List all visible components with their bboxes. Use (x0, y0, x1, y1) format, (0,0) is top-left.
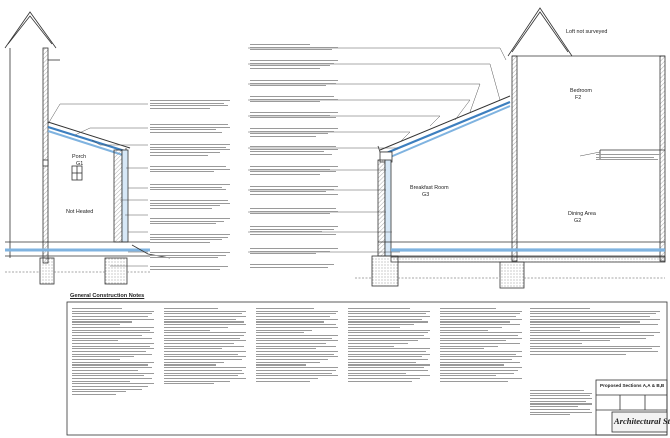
notes-frame (66, 301, 668, 436)
loft-label: Loft not surveyed (566, 29, 608, 35)
breakfast-room-code: G3 (422, 192, 430, 198)
section-a-a (4, 11, 171, 285)
dining-area-code: G2 (574, 218, 582, 224)
bedroom-label: Bedroom (570, 88, 592, 94)
firm-logo: Architectural Studio (614, 416, 670, 426)
section-b-b (355, 7, 666, 289)
drawing-title: Proposed Sections A,A & B,B (600, 383, 665, 388)
notes-heading: General Construction Notes (70, 293, 145, 299)
breakfast-room-label: Breakfast Room (410, 185, 449, 191)
porch-label: Porch (72, 154, 87, 160)
dining-area-label: Dining Area (568, 211, 596, 217)
not-heated-label: Not Heated (66, 209, 94, 215)
porch-code: G1 (76, 161, 84, 167)
bedroom-code: F2 (575, 95, 582, 101)
